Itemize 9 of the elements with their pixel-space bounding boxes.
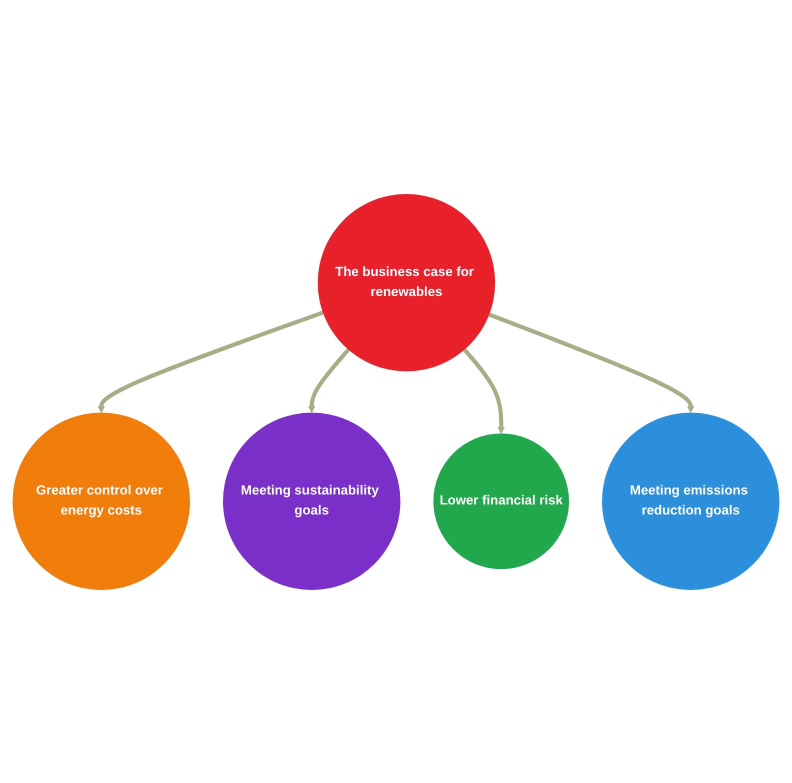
- arrow: [98, 310, 324, 412]
- node-circle: Lower financial risk: [433, 433, 569, 569]
- node-circle: Greater control over energy costs: [12, 412, 190, 590]
- arrow: [488, 312, 694, 412]
- arrow: [462, 348, 505, 434]
- arrow: [308, 348, 350, 412]
- node-circle: The business case for renewables: [318, 193, 496, 371]
- node-circle: Meeting emissions reduction goals: [602, 412, 780, 590]
- node-circle: Meeting sustainability goals: [223, 412, 400, 590]
